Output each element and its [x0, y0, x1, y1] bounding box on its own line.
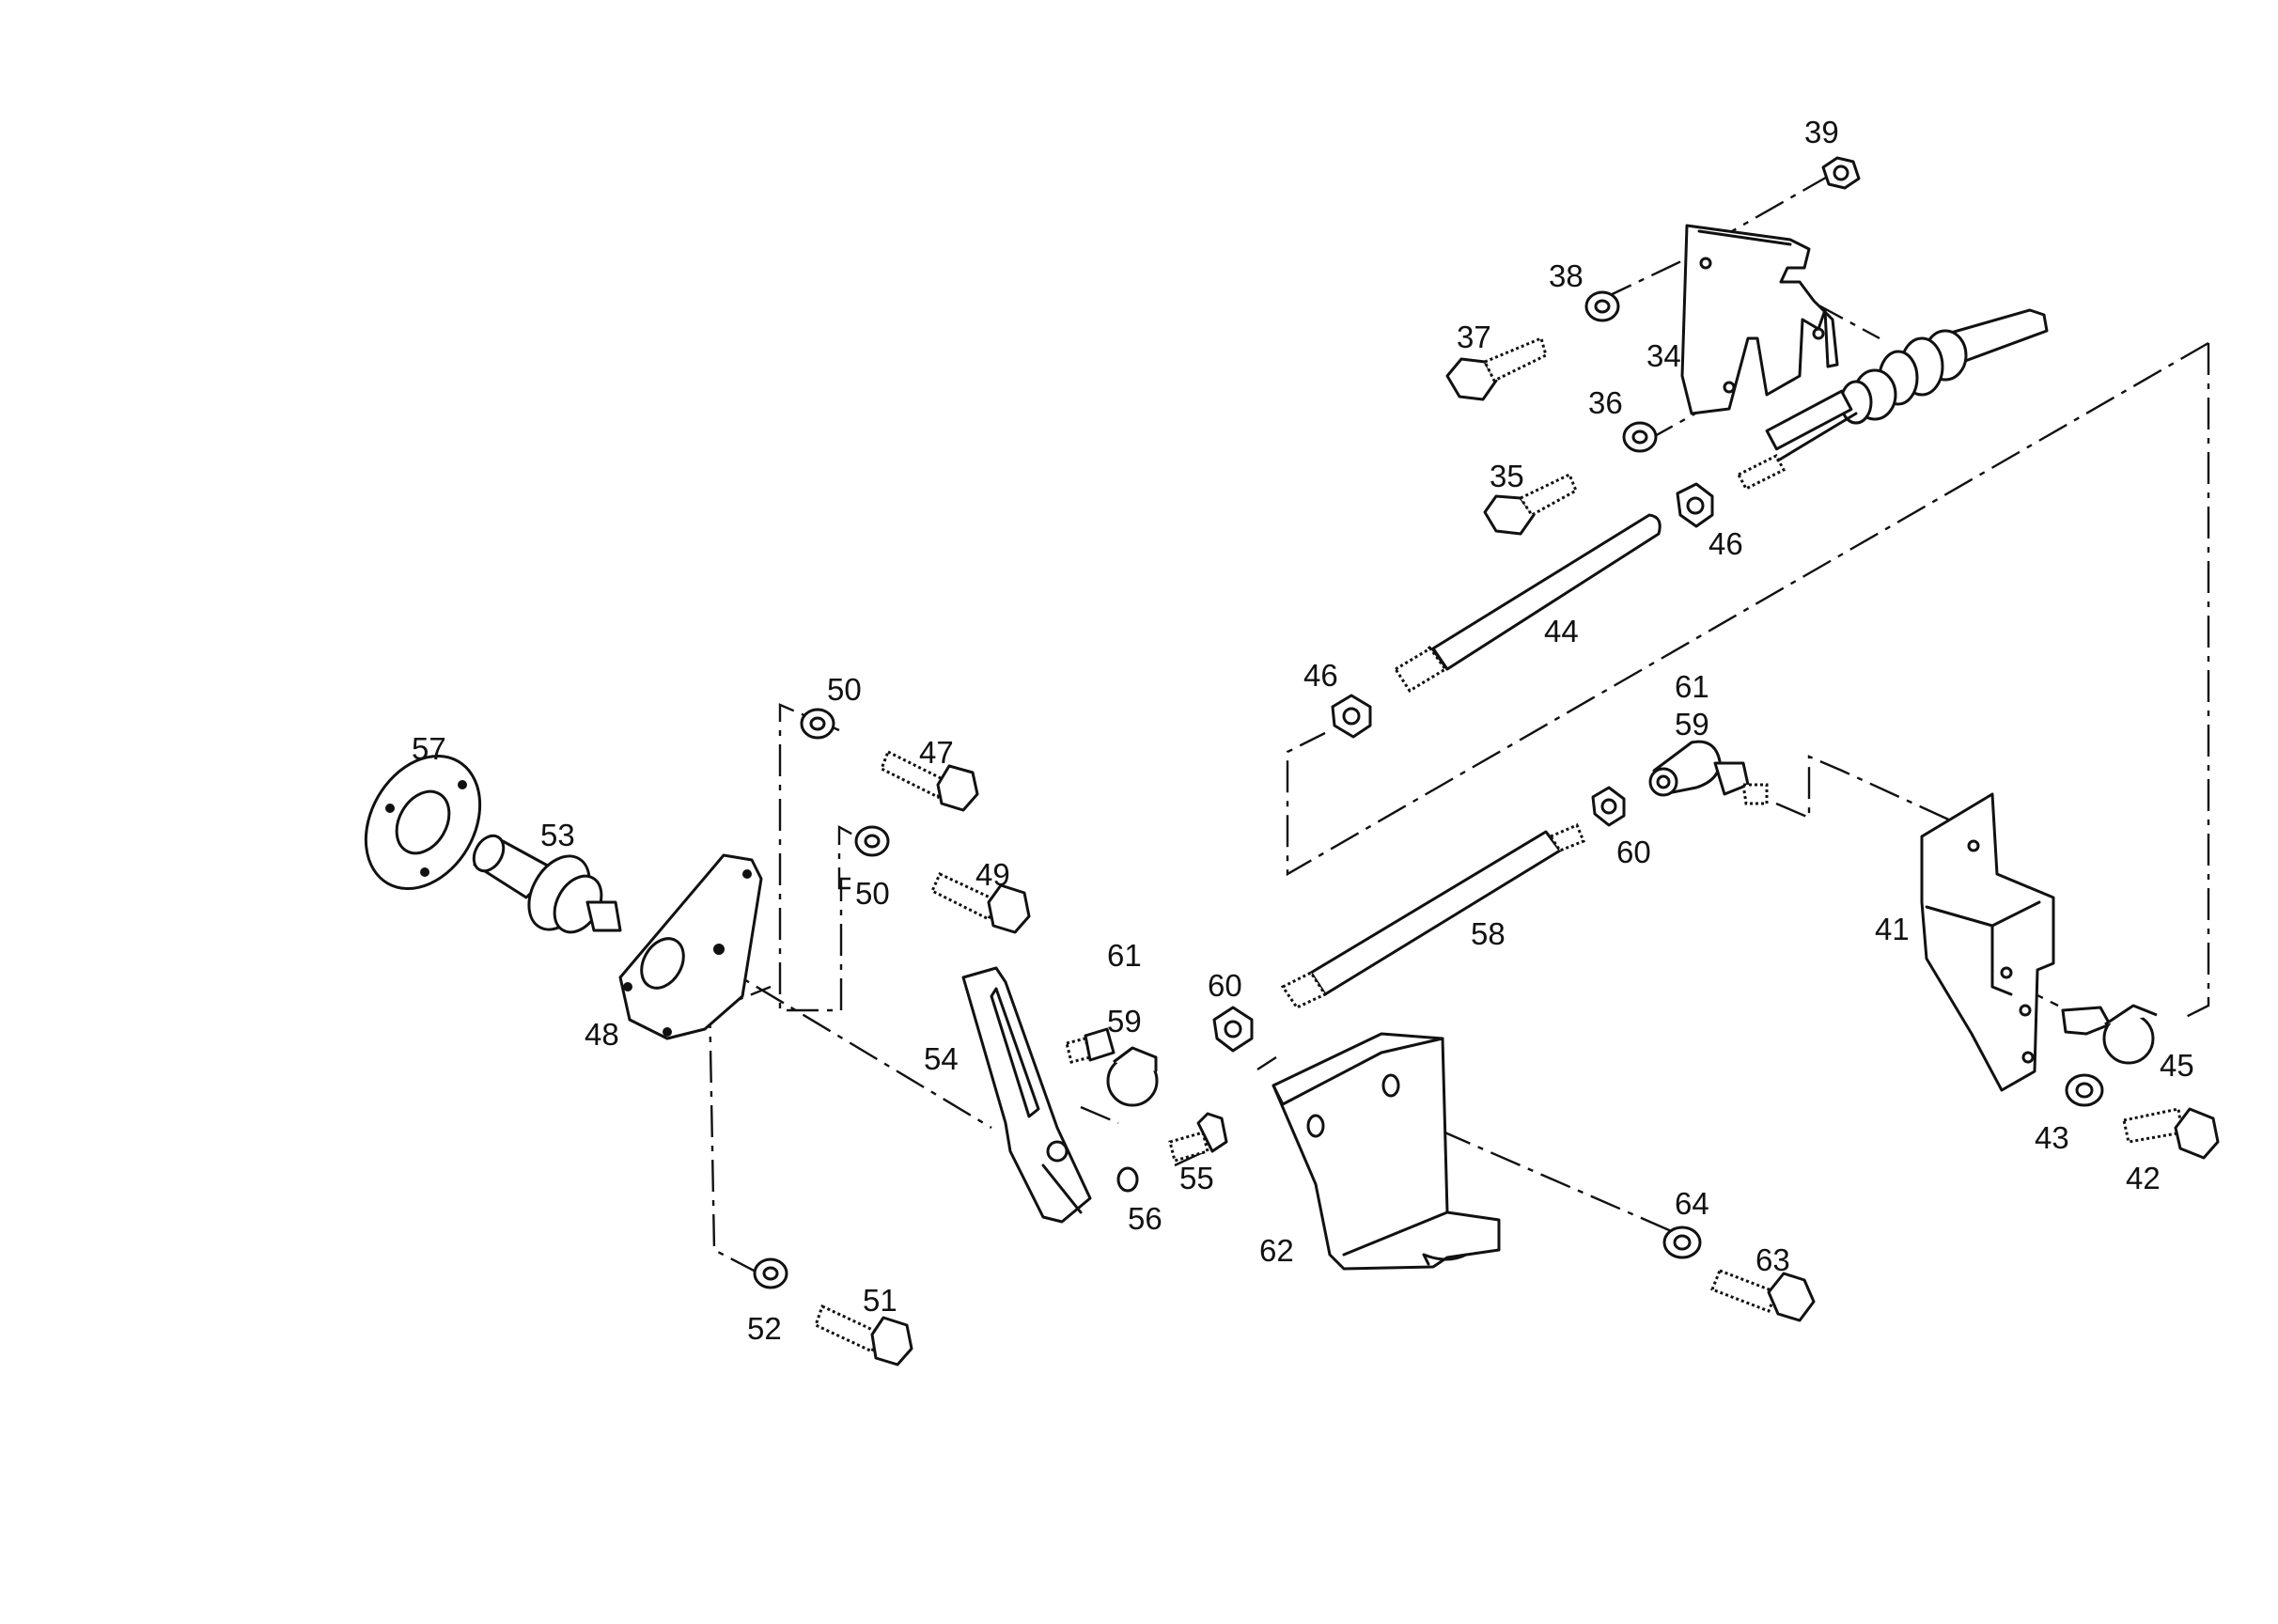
bolt-49 [930, 871, 1031, 934]
callout-43: 43 [2035, 1120, 2069, 1155]
callout-47: 47 [919, 735, 954, 770]
assembly-leader-lines [699, 173, 2210, 1275]
bracket-34 [1680, 224, 1839, 415]
callout-41: 41 [1875, 912, 1910, 946]
callout-54: 54 [924, 1041, 959, 1076]
washer-56 [1116, 1166, 1139, 1193]
callout-53: 53 [540, 818, 575, 852]
callout-34: 34 [1646, 338, 1681, 373]
ball-joint-45 [2061, 1004, 2158, 1065]
nut-46-lower [1331, 694, 1372, 739]
callout-57: 57 [412, 731, 446, 766]
callout-46-upper: 46 [1708, 526, 1743, 561]
callout-64: 64 [1675, 1186, 1709, 1221]
nut-60-right [1591, 786, 1626, 827]
washer-64 [1662, 1226, 1702, 1259]
washer-43 [2065, 1073, 2104, 1107]
bolt-63 [1710, 1269, 1816, 1322]
callout-51: 51 [863, 1283, 897, 1318]
callout-61-right: 61 [1675, 669, 1709, 704]
bolt-35 [1483, 472, 1578, 536]
callout-48: 48 [585, 1017, 619, 1052]
cable-end-with-boot [1736, 308, 2049, 491]
callout-55: 55 [1179, 1161, 1214, 1195]
shaft-53 [472, 834, 622, 934]
washer-50-upper [800, 708, 835, 740]
callout-61-left: 61 [1107, 938, 1142, 973]
callout-50-upper: 50 [827, 672, 862, 707]
plate-48 [618, 853, 763, 1040]
mounting-plate-62 [1272, 1032, 1501, 1271]
lever-54 [961, 966, 1092, 1224]
callout-56: 56 [1128, 1201, 1162, 1236]
screw-55 [1168, 1112, 1228, 1163]
washer-36 [1622, 421, 1658, 453]
callout-44: 44 [1544, 614, 1579, 648]
callout-36: 36 [1588, 385, 1623, 420]
washer-50-lower [854, 825, 890, 857]
washer-52 [753, 1257, 788, 1289]
nut-39 [1821, 156, 1861, 190]
bracket-41 [1920, 792, 2055, 1092]
callout-59-right: 59 [1675, 707, 1709, 742]
rod-44 [1393, 513, 1662, 694]
washer-38 [1584, 290, 1620, 322]
callout-60-left: 60 [1208, 968, 1242, 1003]
callout-35: 35 [1490, 459, 1524, 493]
callout-58: 58 [1471, 916, 1506, 951]
bolt-51 [814, 1304, 913, 1366]
callout-63: 63 [1755, 1242, 1790, 1277]
ball-joint-59-left [1065, 1027, 1159, 1107]
callout-38: 38 [1549, 258, 1584, 293]
nut-46-upper [1676, 482, 1714, 528]
bolt-47 [880, 749, 979, 812]
callout-42: 42 [2126, 1161, 2161, 1195]
ball-joint-59-right [1648, 740, 1769, 805]
callout-39: 39 [1804, 115, 1839, 149]
callout-46-lower: 46 [1303, 658, 1338, 693]
nut-60-left [1212, 1006, 1254, 1053]
callout-60-right: 60 [1616, 835, 1651, 869]
bolt-42 [2122, 1107, 2220, 1160]
callout-59-left: 59 [1107, 1004, 1142, 1038]
callout-labels: 39 38 37 34 36 35 46 44 46 61 59 60 58 4… [412, 115, 2194, 1346]
callout-62: 62 [1259, 1233, 1294, 1268]
callout-50-lower: 50 [855, 876, 890, 911]
rod-58 [1280, 823, 1585, 1009]
bolt-37 [1445, 336, 1548, 401]
callout-49: 49 [975, 857, 1010, 892]
callout-37: 37 [1457, 320, 1491, 354]
flange-57 [364, 754, 482, 891]
callout-45: 45 [2160, 1048, 2194, 1083]
callout-52: 52 [747, 1311, 782, 1346]
